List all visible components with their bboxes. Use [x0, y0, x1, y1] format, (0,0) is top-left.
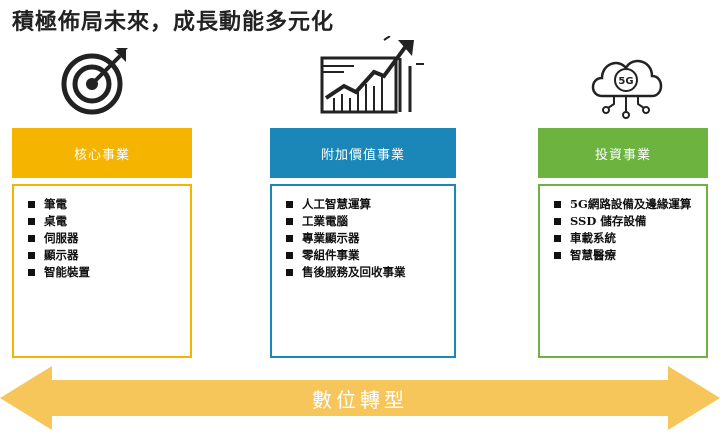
list-item: 專業顯示器	[280, 230, 446, 247]
list-item: 車載系統	[548, 230, 698, 247]
value-added-list: 人工智慧運算 工業電腦 專業顯示器 零組件事業 售後服務及回收事業	[280, 196, 446, 281]
list-item: 筆電	[22, 196, 182, 213]
investment-list: 5G網路設備及邊緣運算 SSD 儲存設備 車載系統 智慧醫療	[548, 196, 698, 264]
core-business-title: 核心事業	[73, 147, 130, 163]
investment-box: 5G網路設備及邊緣運算 SSD 儲存設備 車載系統 智慧醫療	[538, 184, 708, 358]
list-item: 零組件事業	[280, 247, 446, 264]
page-title: 積極佈局未來，成長動能多元化	[12, 9, 335, 35]
list-item: 工業電腦	[280, 213, 446, 230]
list-item: 售後服務及回收事業	[280, 264, 446, 281]
core-business-header: 核心事業	[12, 128, 192, 178]
investment-header: 投資事業	[538, 128, 708, 178]
core-business-box: 筆電 桌電 伺服器 顯示器 智能裝置	[12, 184, 192, 358]
list-item: 顯示器	[22, 247, 182, 264]
value-added-title: 附加價值事業	[320, 147, 405, 163]
list-item: 桌電	[22, 213, 182, 230]
list-item: 智能裝置	[22, 264, 182, 281]
growth-chart-icon	[320, 36, 424, 114]
list-item: 智慧醫療	[548, 247, 698, 264]
5g-label: 5G	[618, 76, 633, 87]
list-item: 5G網路設備及邊緣運算	[548, 196, 698, 213]
target-icon	[61, 48, 128, 115]
investment-title: 投資事業	[594, 147, 651, 163]
list-item: 伺服器	[22, 230, 182, 247]
value-added-box: 人工智慧運算 工業電腦 專業顯示器 零組件事業 售後服務及回收事業	[270, 184, 456, 358]
core-business-list: 筆電 桌電 伺服器 顯示器 智能裝置	[22, 196, 182, 281]
value-added-header: 附加價值事業	[270, 128, 456, 178]
5g-cloud-icon: 5G	[591, 59, 663, 119]
list-item: SSD 儲存設備	[548, 213, 698, 230]
list-item: 人工智慧運算	[280, 196, 446, 213]
digital-transformation-label: 數位轉型	[312, 388, 408, 412]
digital-transformation-arrow	[0, 366, 720, 430]
